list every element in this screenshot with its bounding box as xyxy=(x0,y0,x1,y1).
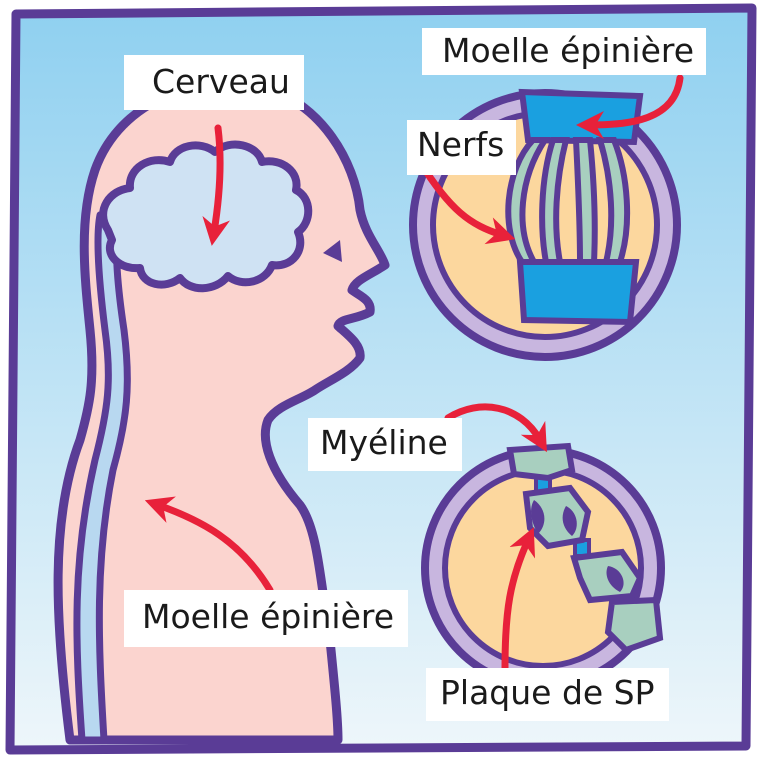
label-nerfs: Nerfs xyxy=(407,120,516,175)
myelin-circle xyxy=(425,446,661,686)
brain xyxy=(103,145,308,289)
label-moelle-epiniere-bottom: Moelle épinière xyxy=(124,590,408,647)
label-cerveau: Cerveau xyxy=(124,55,304,110)
label-moelle-epiniere-top: Moelle épinière xyxy=(422,28,706,75)
label-myeline: Myéline xyxy=(308,418,462,471)
label-plaque-de-sp: Plaque de SP xyxy=(426,668,669,721)
